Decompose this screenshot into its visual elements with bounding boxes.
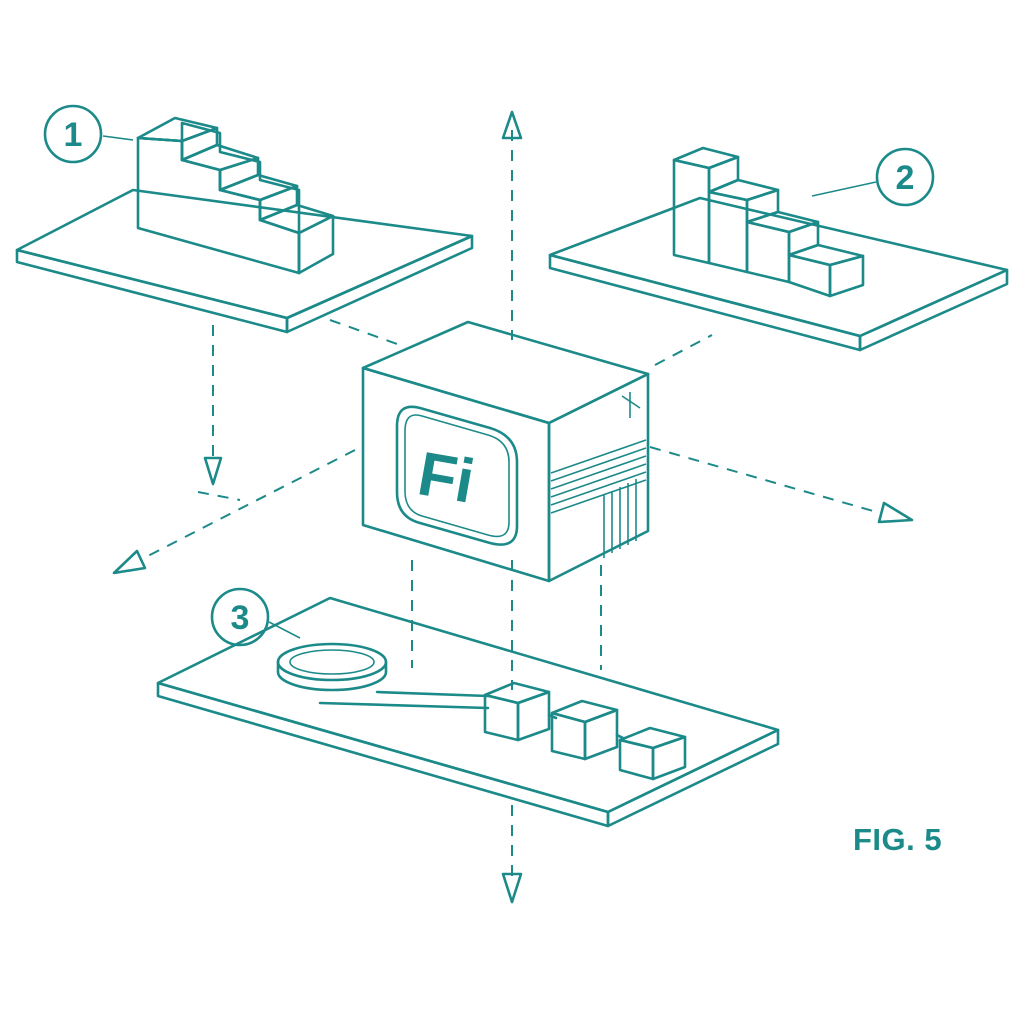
label-3-text: 3: [231, 599, 250, 637]
arrow-up-icon: [501, 110, 523, 140]
arrow-right-icon: [877, 501, 914, 524]
drop-tick-1: [197, 491, 241, 501]
label-2: 2: [811, 147, 935, 207]
label-3: 3: [210, 587, 301, 647]
bar-model-2: [672, 146, 865, 298]
chain-cube-3: [618, 726, 687, 781]
label-2-circle: [875, 147, 935, 207]
center-logo-block: Fi: [361, 320, 650, 583]
dashed-axes: [112, 110, 914, 904]
coin-icon: [276, 642, 388, 692]
plate-2-edge-front: [548, 253, 862, 352]
platform-1: [15, 116, 474, 334]
label-1-leader: [102, 135, 134, 141]
plate-3-edge-side: [606, 728, 780, 828]
cube-chain: [483, 681, 687, 781]
fi-logo-icon: Fi: [395, 405, 519, 546]
connector-line-a: [375, 690, 490, 698]
platform-3: [156, 596, 780, 828]
label-1-circle: [43, 104, 103, 164]
link-2-to-center: [654, 334, 713, 366]
axis-left: [139, 449, 356, 561]
side-shading: [550, 392, 647, 558]
logo-text: Fi: [413, 439, 479, 517]
arrow-left-icon: [112, 549, 147, 575]
platform-2: [548, 146, 1009, 352]
label-2-leader: [811, 181, 877, 197]
plate-1-top: [15, 188, 474, 320]
staircase-model-1: [136, 116, 335, 275]
arrow-down-icon: [501, 872, 523, 904]
chain-cube-2: [550, 699, 619, 761]
figure-caption: FIG. 5: [853, 822, 943, 857]
label-3-leader: [268, 621, 301, 639]
axis-right: [649, 446, 881, 514]
link-1-to-center: [329, 319, 401, 346]
label-2-text: 2: [896, 159, 915, 197]
label-1: 1: [43, 104, 134, 164]
block-side-face: [547, 372, 650, 583]
plate-3-top: [156, 596, 780, 814]
label-1-text: 1: [64, 116, 83, 154]
arrow-drop-1-icon: [203, 456, 223, 486]
plate-1-edge-side: [285, 234, 474, 334]
plate-2-edge-side: [858, 268, 1009, 352]
label-3-circle: [210, 587, 270, 647]
connector-line-b: [318, 701, 490, 710]
chain-cube-1: [483, 681, 551, 742]
plate-1-edge-front: [15, 248, 289, 334]
